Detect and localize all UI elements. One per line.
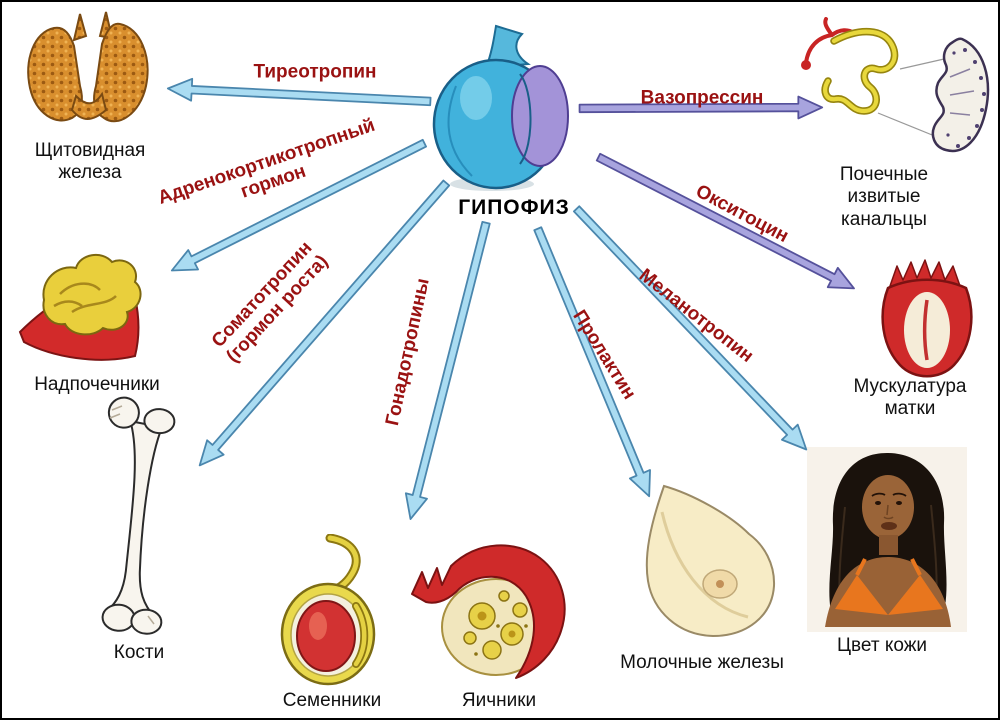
arrow-gonadotropins (404, 220, 491, 521)
label-somatotropin: Соматотропин (гормон роста) (207, 237, 333, 368)
skin-caption: Цвет кожи (836, 635, 928, 656)
pituitary-title: ГИПОФИЗ (458, 196, 570, 219)
arrow-prolactin (533, 226, 651, 498)
arrow-oxytocin (595, 152, 855, 290)
arrow-thyrotropin (166, 77, 432, 107)
label-prolactin: Пролактин (568, 306, 640, 404)
skin-photo-illustration (807, 447, 967, 632)
label-gonadotropins: Гонадотропины (382, 276, 434, 428)
label-vasopressin: Вазопрессин (640, 87, 764, 109)
label-melanotropin: Меланотропин (634, 264, 758, 367)
ovaries-caption: Яичники (461, 690, 537, 711)
thyroid-illustration (14, 8, 164, 138)
kidney-tubules-illustration (782, 17, 992, 167)
mammary-caption: Молочные железы (620, 652, 784, 673)
testis-illustration (274, 534, 384, 689)
adrenal-illustration (14, 234, 159, 369)
pituitary-gland-illustration (430, 24, 580, 194)
ovary-illustration (404, 532, 569, 687)
bone-caption: Кости (113, 642, 165, 663)
thyroid-caption: Щитовидная железа (34, 140, 146, 184)
label-thyrotropin: Тиреотропин (253, 61, 377, 83)
mammary-gland-illustration (632, 484, 782, 644)
label-acth: Адренокортикотропный гормон (155, 114, 378, 209)
arrow-melanotropin (572, 205, 808, 451)
kidney-tubules-caption: Почечные извитые канальцы (839, 164, 929, 230)
label-oxytocin: Окситоцин (692, 180, 792, 248)
adrenal-caption: Надпочечники (34, 374, 160, 395)
uterus-illustration (870, 252, 985, 387)
bone-illustration (90, 392, 190, 637)
uterus-caption: Мускулатура матки (853, 376, 967, 420)
testes-caption: Семенники (282, 690, 382, 711)
